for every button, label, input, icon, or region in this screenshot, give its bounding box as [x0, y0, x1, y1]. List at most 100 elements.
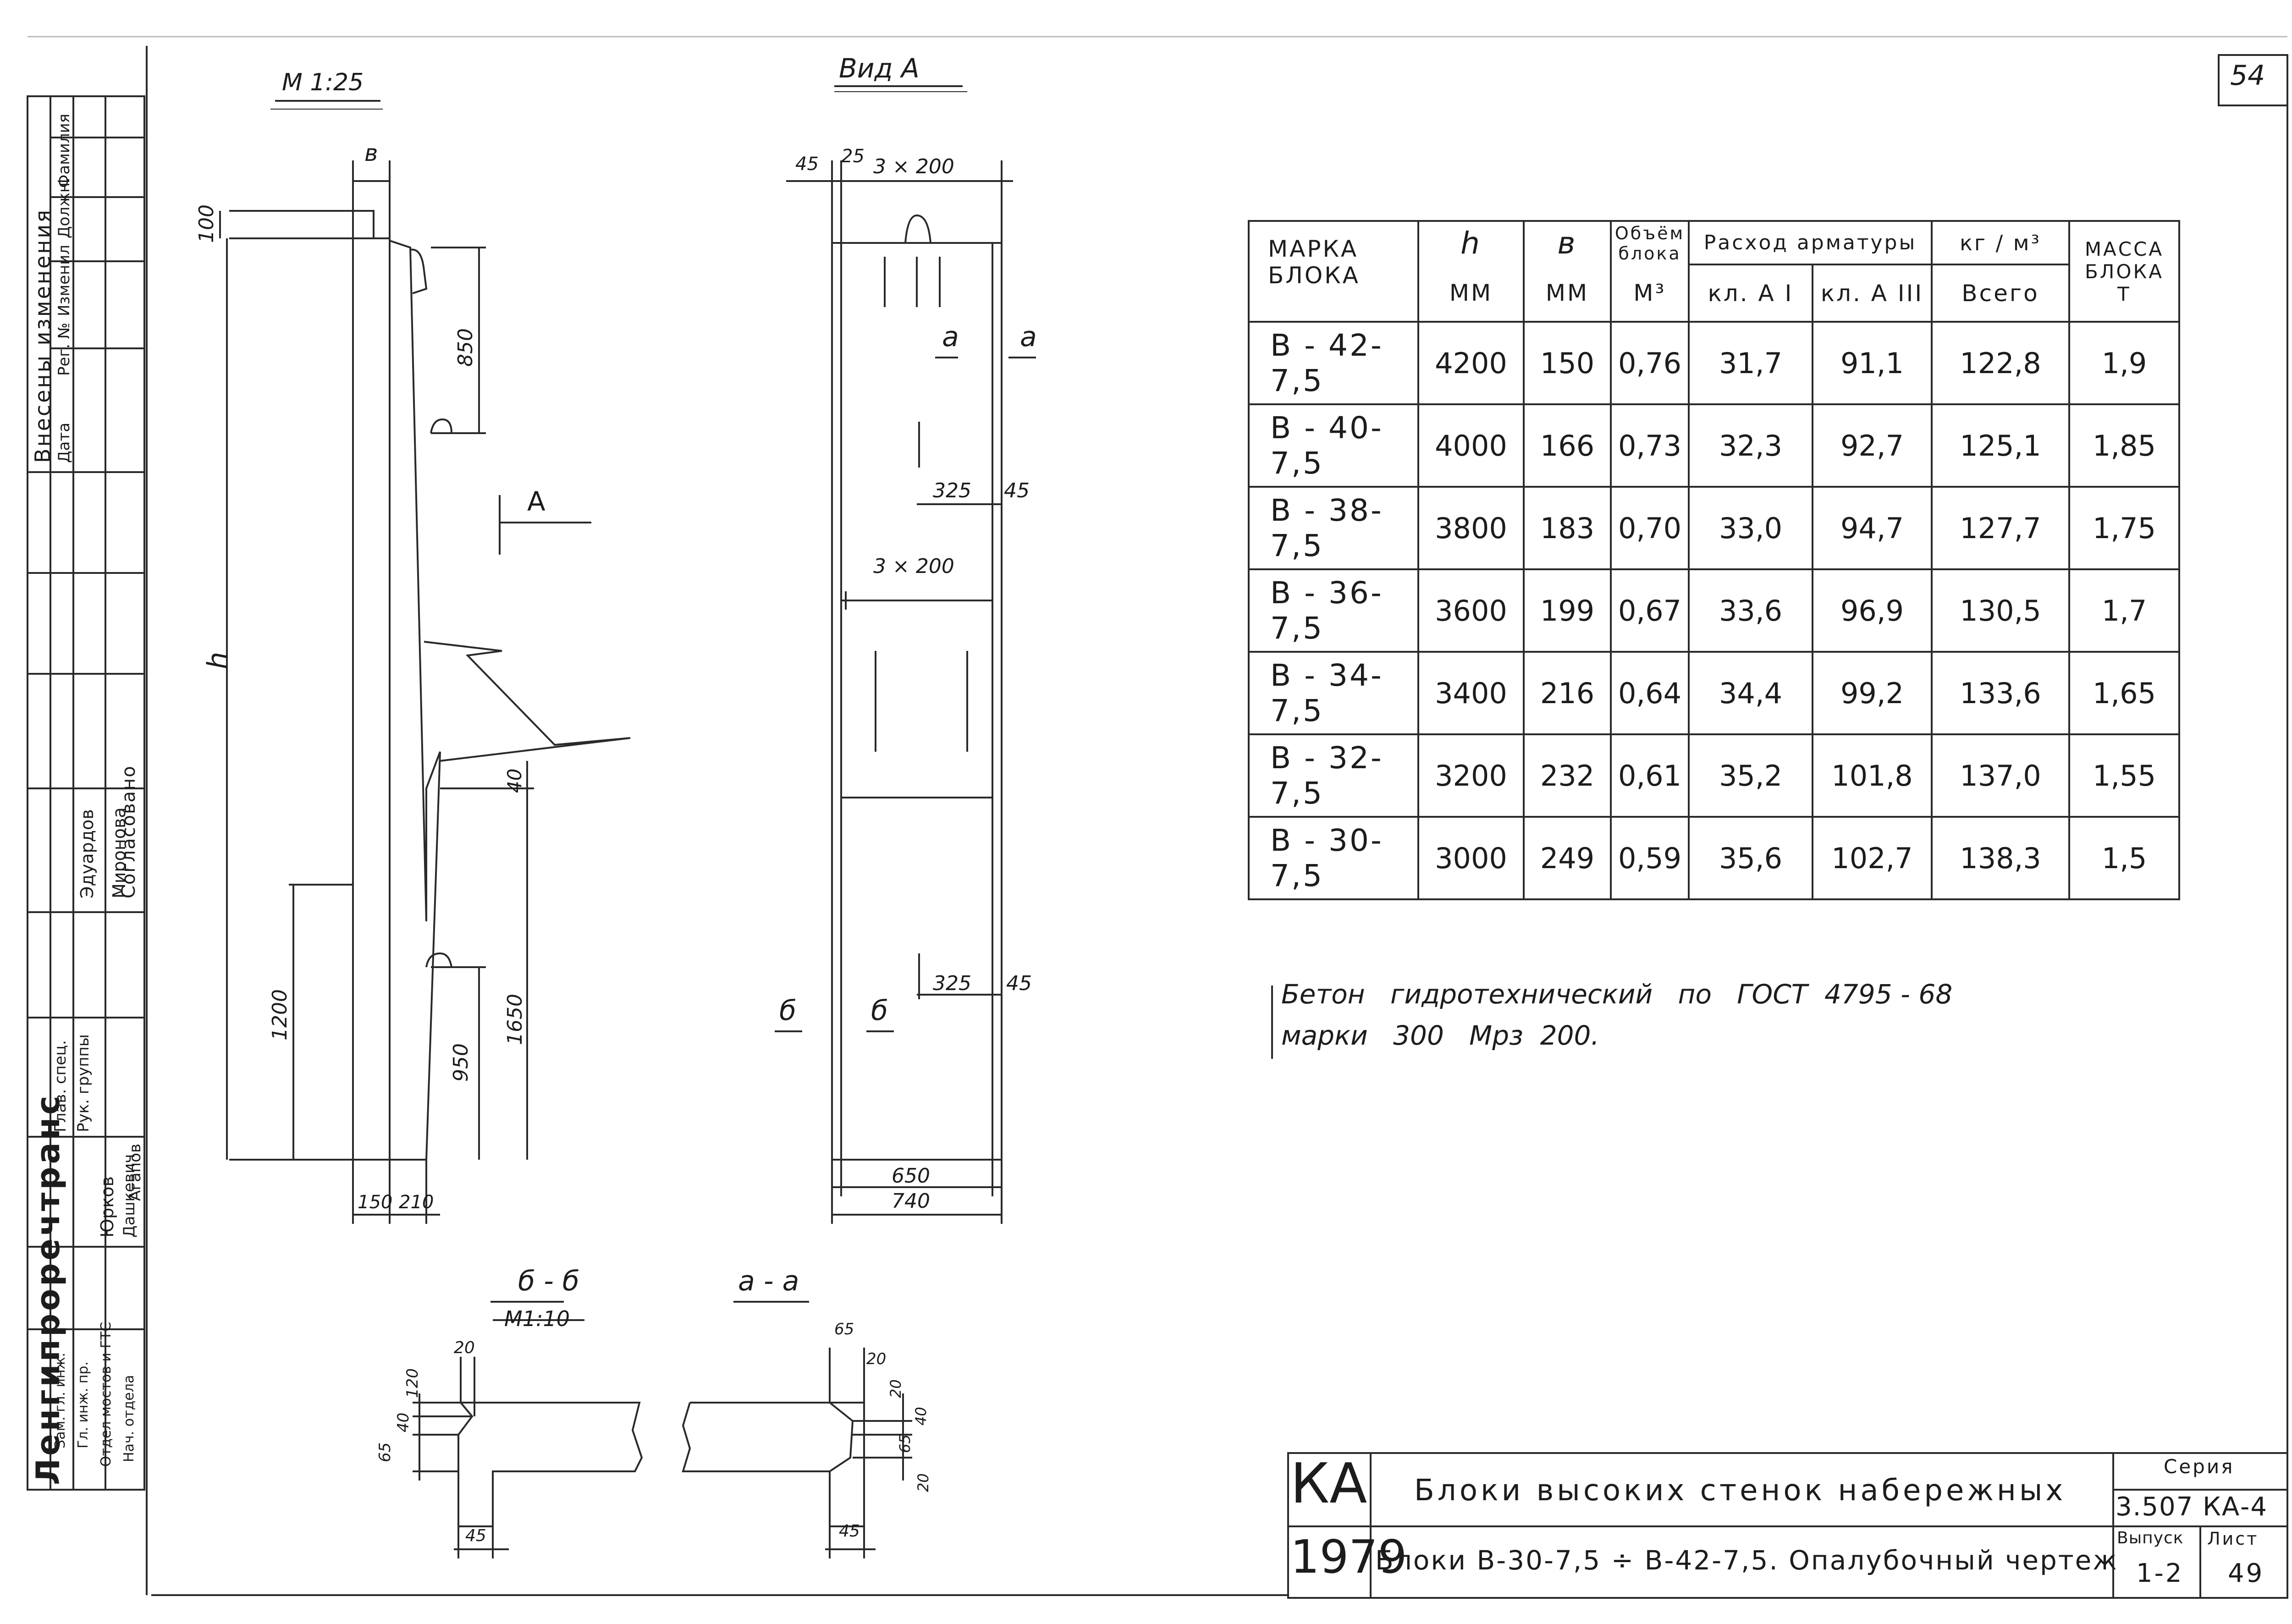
cell-a1: 34,4 — [1688, 651, 1813, 735]
bb-dim-120: 120 — [403, 1368, 422, 1398]
stamp-name5: Агапов — [126, 1143, 144, 1201]
cell-a3: 92,7 — [1812, 403, 1933, 488]
cell-a3: 102,7 — [1812, 816, 1933, 900]
stamp-chief-spec: Глав. спец. — [51, 1040, 70, 1132]
sheet-label: Лист — [2207, 1529, 2259, 1549]
cut-a-label: а — [942, 321, 959, 353]
cell-total: 133,6 — [1931, 651, 2070, 735]
table-row: В - 40-7,5 4000 166 0,73 32,3 92,7 125,1… — [1248, 403, 2180, 488]
dim-1200: 1200 — [268, 989, 292, 1040]
cut-a-right-label: а — [1020, 321, 1037, 353]
view-label: Вид А — [839, 53, 920, 84]
cell-b: 183 — [1523, 486, 1612, 570]
cell-vol: 0,73 — [1610, 403, 1690, 488]
stamp-surname: Фамилия — [55, 113, 73, 188]
hdr-b: в — [1523, 220, 1612, 264]
cell-mark: В - 32-7,5 — [1248, 733, 1419, 818]
dim-950: 950 — [449, 1043, 473, 1082]
stamp-changes: Внесены изменения — [30, 208, 55, 463]
aa-dim-20b: 20 — [887, 1379, 904, 1398]
cell-mark: В - 42-7,5 — [1248, 321, 1419, 405]
stamp-changed-by: Изменил — [55, 244, 73, 316]
cell-b: 166 — [1523, 403, 1612, 488]
spec-table: МАРКА БЛОКА h в Объём блока Расход армат… — [1248, 220, 2180, 900]
issue-label: Выпуск — [2117, 1529, 2184, 1547]
cell-vol: 0,70 — [1610, 486, 1690, 570]
table-row: В - 36-7,5 3600 199 0,67 33,6 96,9 130,5… — [1248, 568, 2180, 653]
cell-h: 4000 — [1417, 403, 1525, 488]
cell-mass: 1,85 — [2068, 403, 2180, 488]
cell-a3: 96,9 — [1812, 568, 1933, 653]
cell-mass: 1,75 — [2068, 486, 2180, 570]
dim-front-3x200-top: 3 × 200 — [873, 155, 954, 178]
hdr-total: Всего — [1931, 264, 2070, 323]
cell-b: 150 — [1523, 321, 1612, 405]
note-line-1: Бетон гидротехнический по ГОСТ 4795 - 68 — [1281, 979, 1953, 1010]
aa-dim-20a: 20 — [866, 1350, 887, 1368]
hdr-h: h — [1417, 220, 1525, 264]
title-main: Блоки высоких стенок набережных — [1414, 1474, 2066, 1508]
note-line-2: марки 300 Мрз 200. — [1281, 1020, 1599, 1051]
section-bb-title: б - б — [518, 1265, 579, 1297]
hdr-volume-unit: М³ — [1610, 264, 1690, 323]
dim-front-740: 740 — [892, 1189, 930, 1213]
sheet-value: 49 — [2228, 1558, 2264, 1588]
table-row: В - 38-7,5 3800 183 0,70 33,0 94,7 127,7… — [1248, 486, 2180, 570]
table-row: В - 42-7,5 4200 150 0,76 31,7 91,1 122,8… — [1248, 321, 2180, 405]
cell-total: 138,3 — [1931, 816, 2070, 900]
cell-vol: 0,76 — [1610, 321, 1690, 405]
cell-total: 127,7 — [1931, 486, 2070, 570]
cell-a3: 101,8 — [1812, 733, 1933, 818]
cell-total: 122,8 — [1931, 321, 2070, 405]
cell-mark: В - 30-7,5 — [1248, 816, 1419, 900]
cell-h: 3600 — [1417, 568, 1525, 653]
bb-dim-65: 65 — [376, 1442, 394, 1462]
cell-mark: В - 38-7,5 — [1248, 486, 1419, 570]
dim-front-650: 650 — [892, 1164, 930, 1188]
hdr-a3: кл. А III — [1812, 264, 1933, 323]
title-logo: КА — [1290, 1452, 1367, 1516]
cell-vol: 0,67 — [1610, 568, 1690, 653]
cell-mass: 1,55 — [2068, 733, 2180, 818]
dim-850: 850 — [454, 328, 477, 367]
cell-b: 199 — [1523, 568, 1612, 653]
stamp-dept-head: Нач. отдела — [121, 1375, 137, 1462]
cell-a3: 94,7 — [1812, 486, 1933, 570]
aa-dim-20c: 20 — [915, 1473, 932, 1492]
cell-a1: 33,6 — [1688, 568, 1813, 653]
cell-vol: 0,61 — [1610, 733, 1690, 818]
cell-a3: 99,2 — [1812, 651, 1933, 735]
side-view-marker: А — [527, 486, 545, 517]
cell-mark: В - 34-7,5 — [1248, 651, 1419, 735]
dim-front-45: 45 — [795, 154, 819, 175]
dim-front-25: 25 — [841, 146, 865, 167]
title-year: 1979 — [1290, 1530, 1407, 1584]
cut-b-left-label: б — [779, 995, 797, 1027]
title-sub: Блоки В-30-7,5 ÷ В-42-7,5. Опалубочный ч… — [1375, 1545, 2118, 1576]
hdr-rebar: Расход арматуры — [1688, 220, 1933, 265]
series-value: 3.507 КА-4 — [2116, 1492, 2268, 1522]
hdr-rebar-unit: кг / м³ — [1931, 220, 2070, 265]
bb-dim-20: 20 — [454, 1338, 475, 1357]
dim-top-100: 100 — [195, 204, 218, 243]
cell-a3: 91,1 — [1812, 321, 1933, 405]
dim-front-45-upper: 45 — [1004, 479, 1030, 502]
cell-a1: 31,7 — [1688, 321, 1813, 405]
cell-h: 3000 — [1417, 816, 1525, 900]
stamp-name2: Миронова — [109, 807, 129, 898]
stamp-chief-eng: Гл. инж. пр. — [75, 1361, 91, 1448]
cell-mass: 1,65 — [2068, 651, 2180, 735]
cell-mass: 1,5 — [2068, 816, 2180, 900]
dim-front-45-lower: 45 — [1006, 972, 1032, 995]
dim-width-b: в — [364, 140, 378, 166]
stamp-name3: Юрков — [97, 1176, 117, 1238]
stamp-date: Дата — [55, 422, 73, 463]
cell-mark: В - 40-7,5 — [1248, 403, 1419, 488]
issue-value: 1-2 — [2136, 1558, 2184, 1588]
dim-40: 40 — [503, 768, 526, 793]
cell-a1: 35,6 — [1688, 816, 1813, 900]
hdr-h-unit: ММ — [1417, 264, 1525, 323]
cell-b: 232 — [1523, 733, 1612, 818]
hdr-a1: кл. А I — [1688, 264, 1813, 323]
